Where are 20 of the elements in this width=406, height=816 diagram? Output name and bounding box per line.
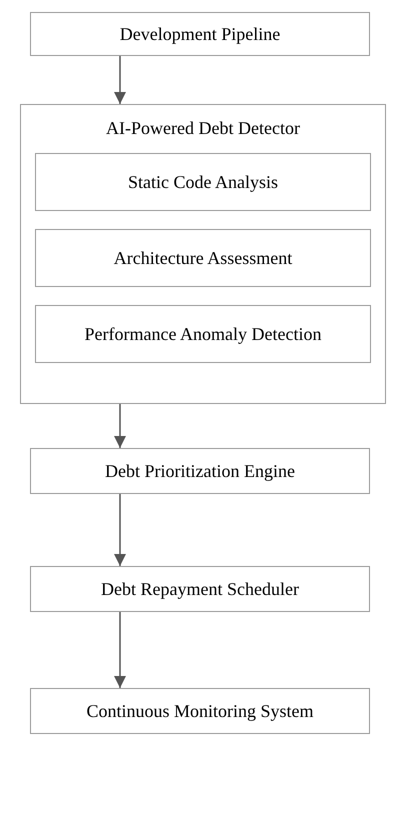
process-box xyxy=(30,688,370,734)
arrow xyxy=(114,56,126,104)
process-box xyxy=(30,566,370,612)
box-label: Development Pipeline xyxy=(118,22,282,46)
process-box xyxy=(30,448,370,494)
box-label: Static Code Analysis xyxy=(127,170,279,194)
group-box xyxy=(20,104,386,404)
arrow xyxy=(114,612,126,688)
box-label: Debt Prioritization Engine xyxy=(104,460,296,482)
process-box xyxy=(35,153,371,211)
box-label: Continuous Monitoring System xyxy=(85,700,315,722)
process-box xyxy=(30,12,370,56)
box-label: Debt Repayment Scheduler xyxy=(100,578,300,600)
process-box xyxy=(35,305,371,363)
box-label: Performance Anomaly Detection xyxy=(84,322,322,346)
box-label: AI-Powered Debt Detector xyxy=(105,117,301,140)
arrow xyxy=(114,494,126,566)
box-label: Architecture Assessment xyxy=(112,246,294,270)
process-box xyxy=(35,229,371,287)
arrow xyxy=(114,404,126,448)
